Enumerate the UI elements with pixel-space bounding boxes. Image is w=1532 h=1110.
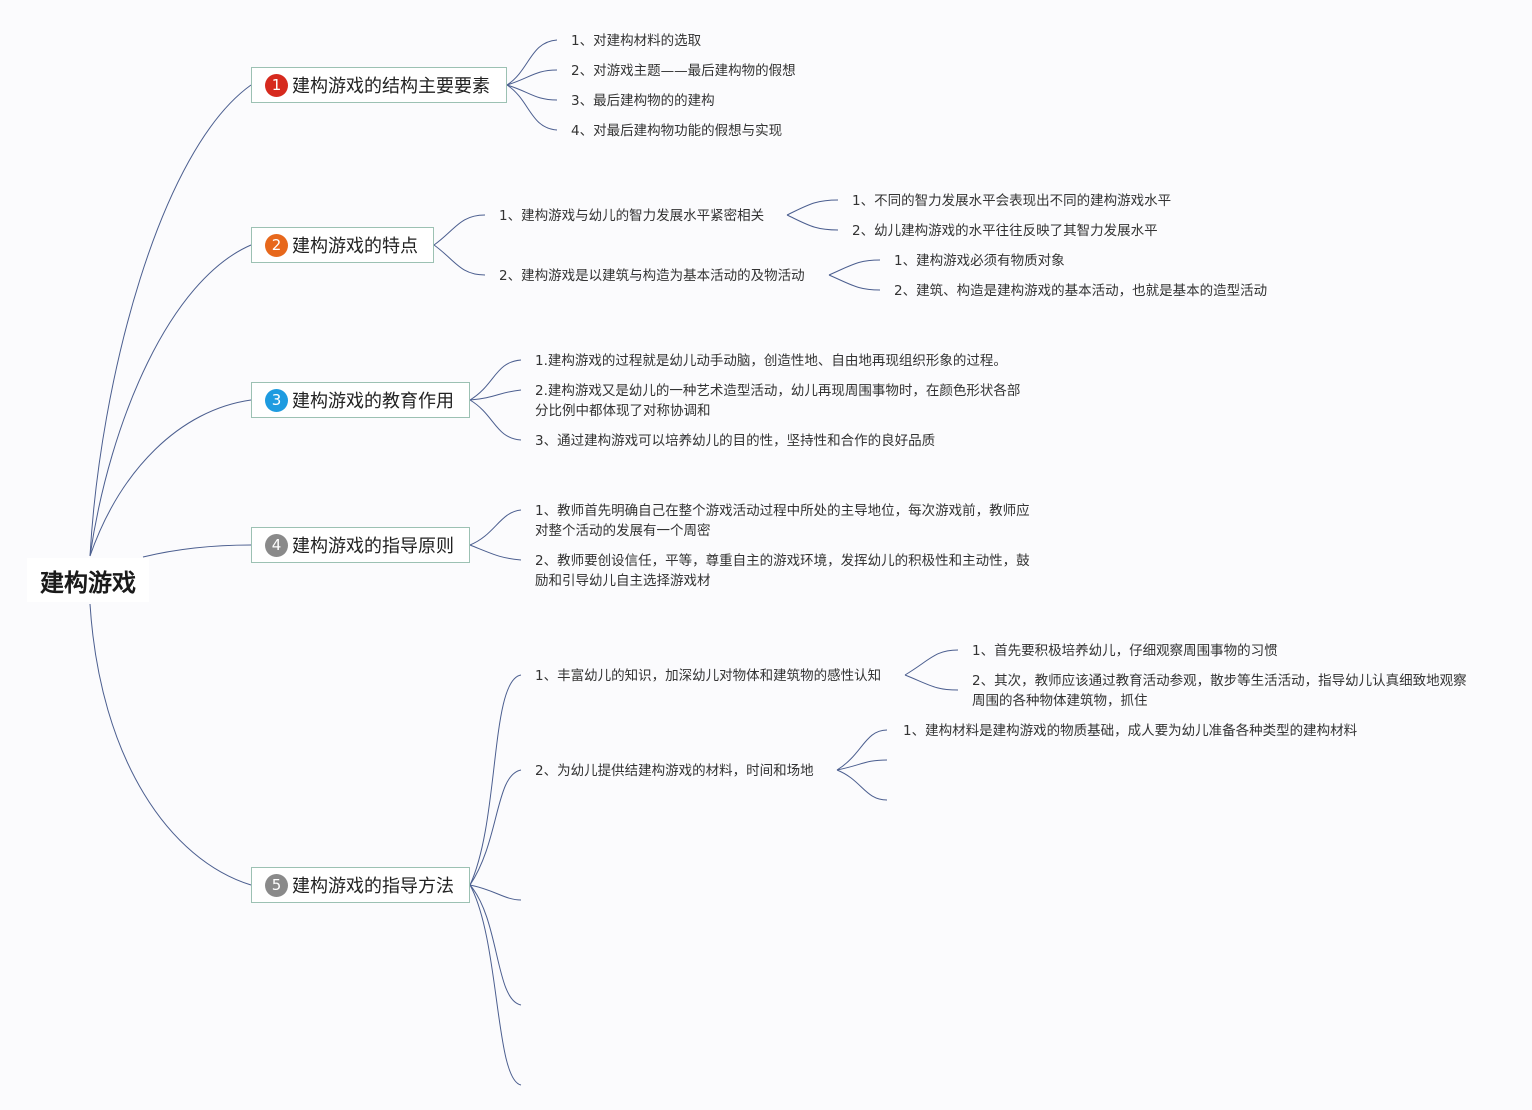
- edge-topic-2-child-2: [433, 244, 486, 276]
- edge-topic-2-2-grand-2: [828, 274, 881, 291]
- badge-5-icon: 5: [265, 873, 288, 897]
- topic-2-child-1[interactable]: 1、建构游戏与幼儿的智力发展水平紧密相关: [499, 208, 765, 224]
- badge-3-icon: 3: [265, 388, 288, 412]
- topic-3[interactable]: 3 建构游戏的教育作用: [251, 382, 470, 418]
- edge-topic-2-1-grand-1: [786, 199, 839, 216]
- edge-root-topic-1: [89, 84, 252, 557]
- topic-1-label: 建构游戏的结构主要要素: [292, 76, 490, 97]
- edge-topic-3-child-2: [469, 389, 522, 401]
- topic-2-2-grandchild-1[interactable]: 1、建构游戏必须有物质对象: [894, 253, 1065, 269]
- topic-2-1-grandchild-1[interactable]: 1、不同的智力发展水平会表现出不同的建构游戏水平: [852, 193, 1172, 209]
- edge-topic-5-1-grand-1: [904, 649, 959, 676]
- topic-4[interactable]: 4 建构游戏的指导原则: [251, 527, 470, 563]
- edge-topic-3-child-3: [469, 399, 522, 441]
- edge-topic-5-2-grand-3: [836, 769, 888, 801]
- topic-2[interactable]: 2 建构游戏的特点: [251, 227, 434, 263]
- topic-2-2-grandchild-2[interactable]: 2、建筑、构造是建构游戏的基本活动，也就是基本的造型活动: [894, 283, 1268, 299]
- edge-topic-5-2-grand-2: [836, 759, 888, 771]
- edge-topic-5-child-2: [469, 769, 522, 886]
- topic-5-label: 建构游戏的指导方法: [292, 876, 454, 897]
- topic-5[interactable]: 5 建构游戏的指导方法: [251, 867, 470, 903]
- topic-5-child-2[interactable]: 2、为幼儿提供结建构游戏的材料，时间和场地: [535, 763, 814, 779]
- topic-1[interactable]: 1 建构游戏的结构主要要素: [251, 67, 507, 103]
- topic-3-child-3[interactable]: 3、通过建构游戏可以培养幼儿的目的性，坚持性和合作的良好品质: [535, 433, 936, 449]
- topic-2-1-grandchild-2[interactable]: 2、幼儿建构游戏的水平往往反映了其智力发展水平: [852, 223, 1158, 239]
- topic-3-child-1[interactable]: 1.建构游戏的过程就是幼儿动手动脑，创造性地、自由地再现组织形象的过程。: [535, 353, 1007, 369]
- edge-topic-1-child-1: [506, 39, 558, 86]
- edge-topic-5-child-5: [469, 884, 522, 1086]
- edge-topic-3-child-1: [469, 359, 522, 401]
- topic-4-label: 建构游戏的指导原则: [292, 536, 454, 557]
- edge-topic-5-1-grand-2: [904, 674, 959, 691]
- badge-1-icon: 1: [265, 73, 288, 97]
- root-node[interactable]: 建构游戏: [27, 558, 149, 602]
- topic-4-child-1[interactable]: 1、教师首先明确自己在整个游戏活动过程中所处的主导地位，每次游戏前，教师应对整个…: [535, 503, 1030, 539]
- badge-4-icon: 4: [265, 533, 288, 557]
- edge-root-topic-2: [89, 244, 252, 557]
- edge-topic-5-2-grand-1: [836, 729, 888, 771]
- edge-topic-4-child-1: [469, 509, 522, 546]
- edge-topic-1-child-4: [506, 84, 558, 131]
- badge-2-icon: 2: [265, 233, 288, 257]
- topic-2-child-2[interactable]: 2、建构游戏是以建筑与构造为基本活动的及物活动: [499, 268, 805, 284]
- edge-topic-2-1-grand-2: [786, 214, 839, 231]
- edge-topic-4-child-2: [469, 544, 522, 561]
- edge-root-topic-4: [142, 544, 252, 558]
- edge-topic-1-child-3: [506, 84, 558, 101]
- edge-root-topic-5: [89, 603, 252, 886]
- topic-4-child-2[interactable]: 2、教师要创设信任，平等，尊重自主的游戏环境，发挥幼儿的积极性和主动性，鼓励和引…: [535, 553, 1030, 589]
- edge-topic-5-child-4: [469, 884, 522, 1006]
- topic-5-2-grandchild-1[interactable]: 1、建构材料是建构游戏的物质基础，成人要为幼儿准备各种类型的建构材料: [903, 723, 1358, 739]
- topic-5-1-grandchild-2[interactable]: 2、其次，教师应该通过教育活动参观，散步等生活活动，指导幼儿认真细致地观察周围的…: [972, 673, 1467, 709]
- edge-topic-1-child-2: [506, 69, 558, 86]
- edge-topic-2-child-1: [433, 214, 486, 246]
- root-label: 建构游戏: [40, 568, 136, 597]
- topic-1-child-4[interactable]: 4、对最后建构物功能的假想与实现: [571, 123, 783, 139]
- topic-5-1-grandchild-1[interactable]: 1、首先要积极培养幼儿，仔细观察周围事物的习惯: [972, 643, 1278, 659]
- edge-root-topic-3: [89, 399, 252, 557]
- topic-2-label: 建构游戏的特点: [292, 236, 418, 257]
- topic-1-child-2[interactable]: 2、对游戏主题——最后建构物的假想: [571, 63, 796, 79]
- topic-5-child-1[interactable]: 1、丰富幼儿的知识，加深幼儿对物体和建筑物的感性认知: [535, 668, 882, 684]
- topic-1-child-1[interactable]: 1、对建构材料的选取: [571, 33, 702, 49]
- edge-topic-5-child-3: [469, 884, 522, 901]
- edge-topic-2-2-grand-1: [828, 259, 881, 276]
- topic-1-child-3[interactable]: 3、最后建构物的的建构: [571, 93, 715, 109]
- edge-topic-5-child-1: [469, 674, 522, 886]
- topic-3-child-2[interactable]: 2.建构游戏又是幼儿的一种艺术造型活动，幼儿再现周围事物时，在颜色形状各部分比例…: [535, 383, 1021, 419]
- topic-3-label: 建构游戏的教育作用: [292, 391, 454, 412]
